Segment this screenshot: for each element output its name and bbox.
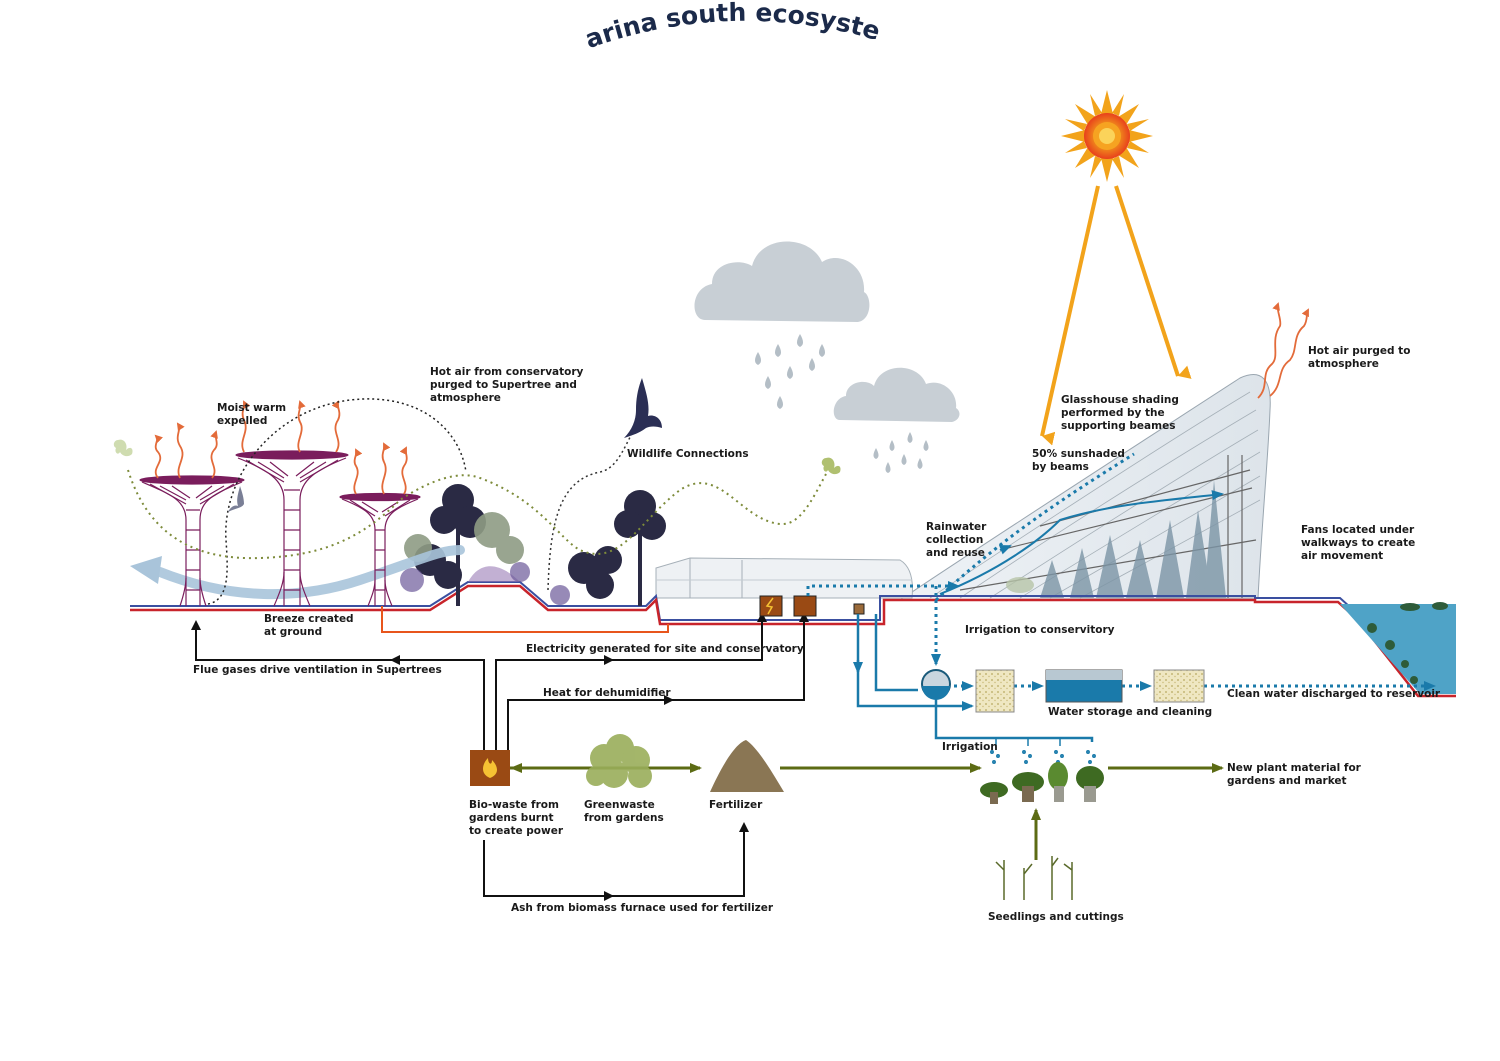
- sun-ray-left: [1040, 185, 1100, 446]
- label-greenwaste: Greenwaste from gardens: [584, 799, 664, 824]
- fertilizer-icon: [710, 740, 784, 792]
- label-clean-water: Clean water discharged to reservoir: [1227, 688, 1441, 700]
- label-ash: Ash from biomass furnace used for fertil…: [511, 902, 774, 914]
- svg-text:marina south ecosystem: marina south ecosystem: [0, 0, 883, 54]
- label-fans: Fans located under walkways to create ai…: [1301, 524, 1416, 562]
- dehumidifier-unit: [793, 595, 817, 617]
- label-sunshaded: 50% sunshaded by beams: [1032, 448, 1125, 473]
- breeze-arrow: [155, 545, 465, 600]
- water-flows: [853, 490, 1224, 742]
- label-hot-air-conservatory: Hot air from conservatory purged to Supe…: [430, 366, 584, 404]
- label-irrigation: Irrigation: [942, 741, 998, 753]
- supertree-icon: [139, 450, 421, 607]
- bird-icon: [228, 486, 244, 512]
- label-bio-waste: Bio-waste from gardens burnt to create p…: [469, 799, 564, 837]
- conservatory-annex: [655, 557, 913, 599]
- title-text: marina south ecosystem: [0, 0, 883, 54]
- vegetation-left: [400, 484, 666, 606]
- sun-ray-right: [1114, 185, 1192, 379]
- greenwaste-icon: [586, 734, 652, 788]
- tank-icon: [921, 669, 951, 700]
- label-electricity: Electricity generated for site and conse…: [526, 643, 804, 655]
- fire-icon: [483, 758, 497, 778]
- conservatory-glasshouse: [898, 374, 1271, 601]
- irrigation-sprinklers: [990, 738, 1096, 764]
- sun-icon: [1061, 90, 1153, 182]
- hot-air-squiggles: [154, 302, 1309, 495]
- energy-flows: [191, 612, 809, 901]
- breeze-arrow-head: [130, 556, 162, 584]
- label-hot-air-purged: Hot air purged to atmosphere: [1308, 345, 1411, 370]
- pump-unit: [853, 603, 865, 615]
- reservoir: [1340, 604, 1456, 694]
- plant-icon: [980, 762, 1104, 804]
- label-flue-gases: Flue gases drive ventilation in Supertre…: [193, 664, 442, 676]
- butterfly-icon: [113, 439, 133, 457]
- water-dotted-flows: [806, 452, 1436, 691]
- filter-icon: [975, 669, 1015, 713]
- label-water-storage: Water storage and cleaning: [1048, 706, 1213, 718]
- label-rainwater: Rainwater collection and reuse: [926, 521, 987, 559]
- label-breeze: Breeze created at ground: [264, 613, 354, 638]
- cloud-icon: [694, 241, 960, 422]
- label-seedlings: Seedlings and cuttings: [988, 911, 1124, 923]
- hot-air-duct: [381, 606, 669, 633]
- water-storage-tank-top: [1046, 670, 1122, 680]
- butterfly-icon: [821, 457, 841, 475]
- label-fertilizer: Fertilizer: [709, 799, 763, 811]
- rain-drops: [755, 334, 929, 473]
- label-moist-warm: Moist warm expelled: [217, 402, 287, 427]
- label-irrigation-conservatory: Irrigation to conservitory: [965, 624, 1115, 636]
- label-glasshouse-shading: Glasshouse shading performed by the supp…: [1061, 394, 1179, 432]
- filter-icon: [1153, 669, 1205, 703]
- label-wildlife: Wildlife Connections: [627, 448, 749, 460]
- page-title: marina south ecosystem: [0, 0, 883, 54]
- bird-icon: [624, 378, 662, 438]
- furnace-icon: [470, 750, 510, 786]
- label-heat-dehumidifier: Heat for dehumidifier: [543, 687, 671, 699]
- reservoir-plants: [1367, 602, 1448, 684]
- ground-line-red: [130, 584, 1456, 698]
- wildlife-path-green: [127, 469, 827, 560]
- label-new-plant: New plant material for gardens and marke…: [1227, 762, 1361, 787]
- lightning-icon: [765, 597, 774, 615]
- generator-unit: [759, 595, 783, 617]
- wildlife-path-dark: [547, 419, 641, 591]
- seedlings-icon: [995, 856, 1073, 900]
